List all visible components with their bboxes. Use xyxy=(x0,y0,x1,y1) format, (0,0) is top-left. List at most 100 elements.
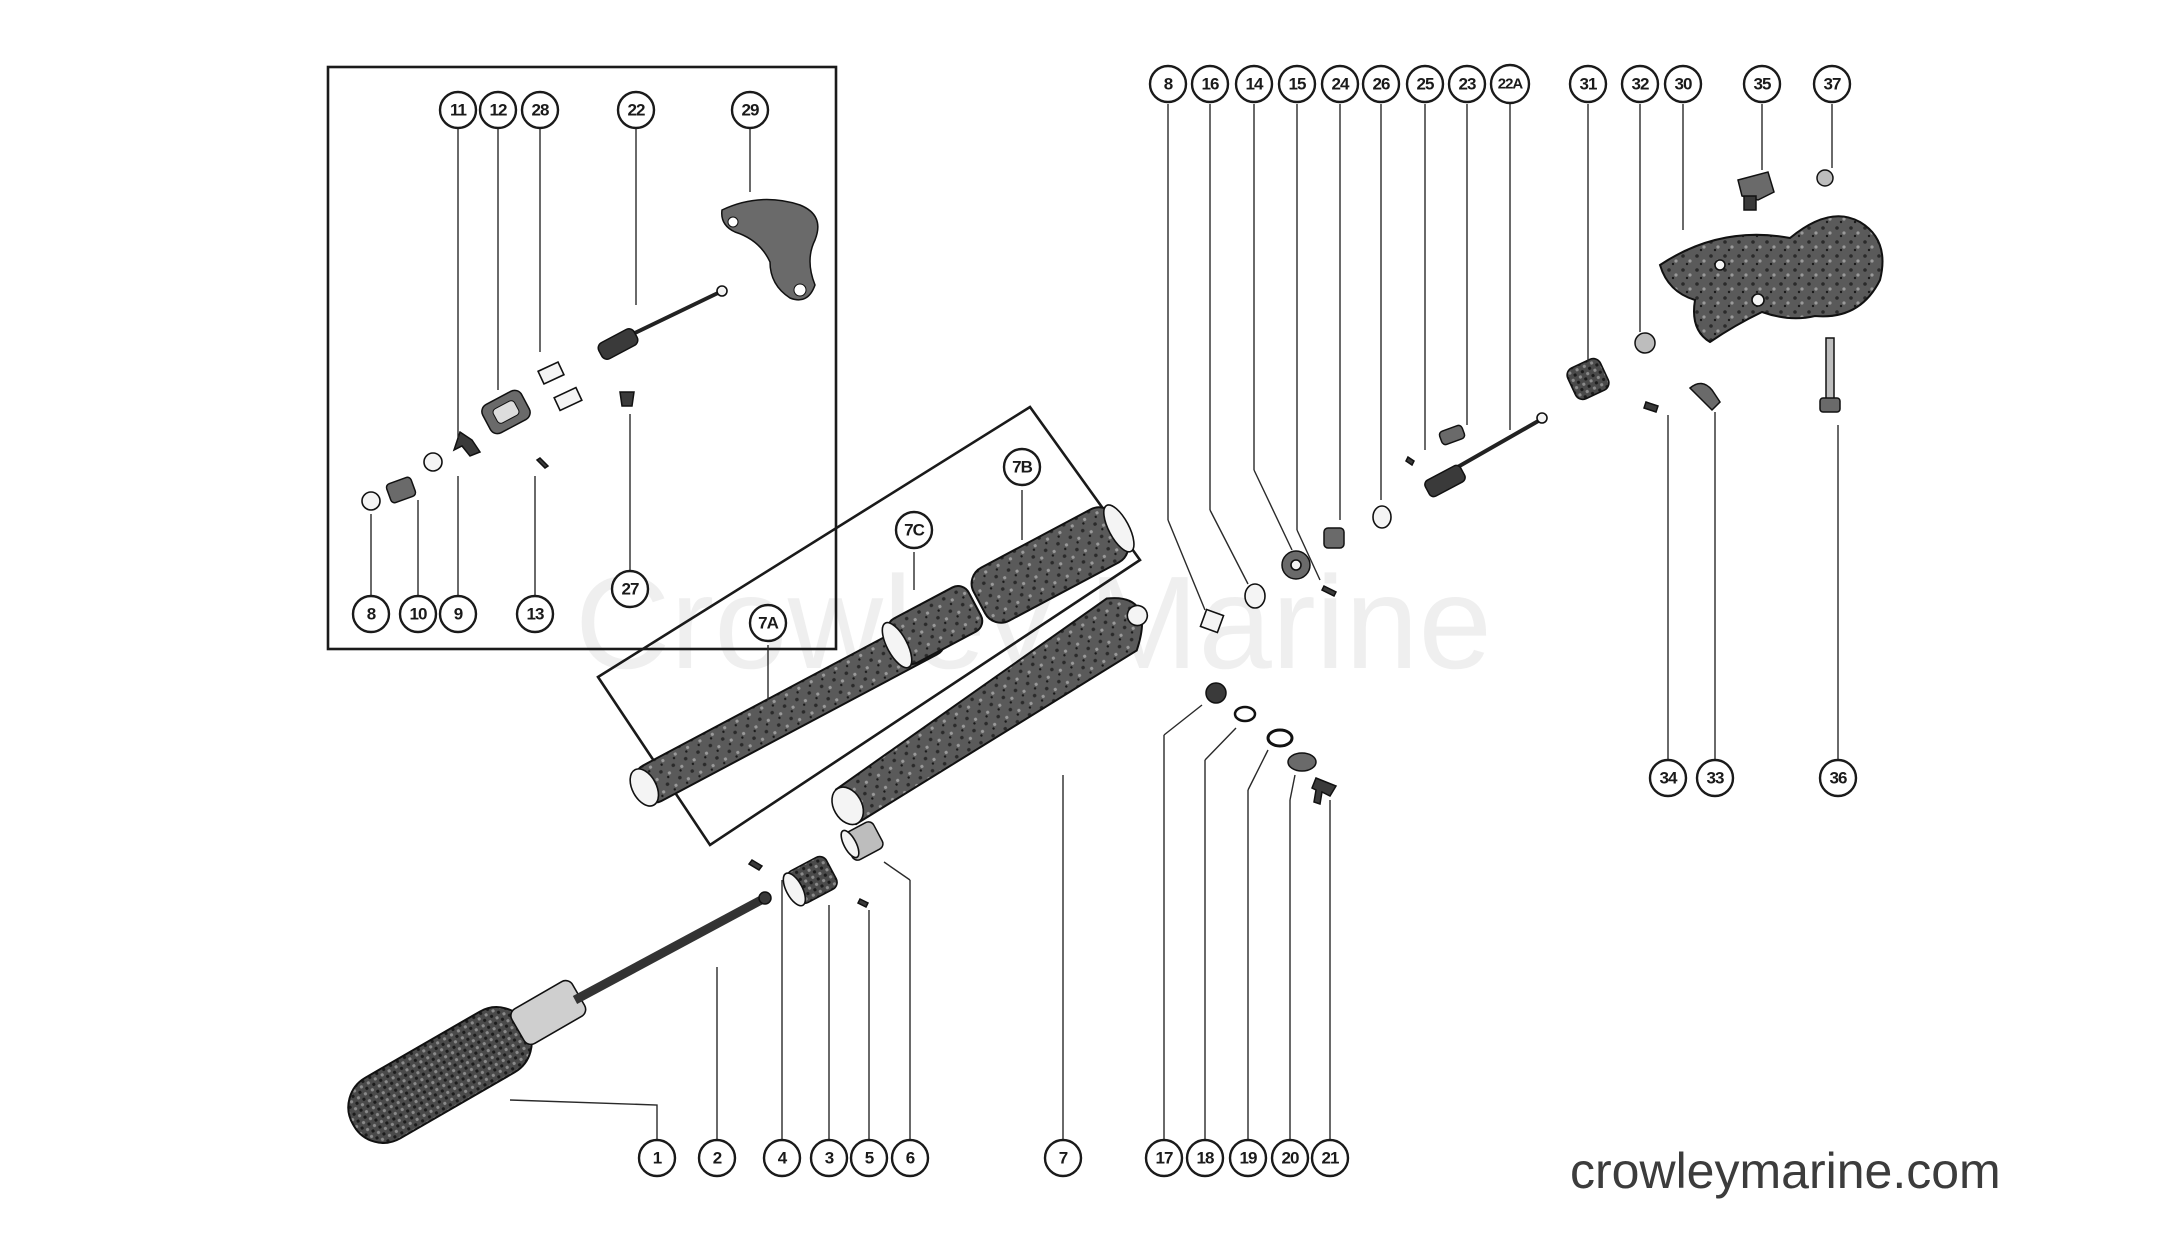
callout-34: 34 xyxy=(1648,758,1688,798)
callout-25: 25 xyxy=(1405,64,1445,104)
part-2-shaft xyxy=(572,894,768,1004)
svg-text:12: 12 xyxy=(490,101,507,120)
part-7-tiller-handle xyxy=(831,597,1149,826)
callout-26: 26 xyxy=(1361,64,1401,104)
callout-22A: 22A xyxy=(1489,63,1531,105)
part-35-knob xyxy=(1737,171,1775,211)
svg-text:22A: 22A xyxy=(1498,76,1524,93)
part-3-bushing xyxy=(782,855,838,907)
svg-text:23: 23 xyxy=(1459,75,1476,94)
part-12-bracket xyxy=(481,389,531,435)
svg-text:6: 6 xyxy=(906,1149,915,1168)
svg-text:30: 30 xyxy=(1675,75,1692,94)
callout-23: 23 xyxy=(1447,64,1487,104)
callout-8-top: 8 xyxy=(1148,64,1188,104)
part-25-pin xyxy=(1405,455,1415,467)
part-21-screw xyxy=(1311,777,1338,805)
callout-36: 36 xyxy=(1818,758,1858,798)
svg-text:21: 21 xyxy=(1322,1149,1339,1168)
part-14-nut xyxy=(1281,550,1311,580)
part-28-clips xyxy=(537,360,583,412)
part-24-clip xyxy=(1323,527,1345,549)
svg-text:8: 8 xyxy=(1164,75,1173,94)
part-1-twist-grip xyxy=(347,979,587,1144)
svg-text:7: 7 xyxy=(1059,1149,1068,1168)
svg-text:4: 4 xyxy=(778,1149,788,1168)
subassembly-box-upper xyxy=(326,65,838,651)
callout-20: 20 xyxy=(1270,1138,1310,1178)
part-6-sleeve xyxy=(840,821,884,861)
part-5-pin xyxy=(856,897,870,909)
svg-text:14: 14 xyxy=(1246,75,1264,94)
callout-18: 18 xyxy=(1185,1138,1225,1178)
callout-24: 24 xyxy=(1320,64,1360,104)
callout-29: 29 xyxy=(730,90,770,130)
callout-16: 16 xyxy=(1190,64,1230,104)
callout-28: 28 xyxy=(520,90,560,130)
callout-7C: 7C xyxy=(894,510,934,550)
svg-text:33: 33 xyxy=(1707,769,1724,788)
callout-37: 37 xyxy=(1812,64,1852,104)
svg-text:22: 22 xyxy=(628,101,645,120)
callout-17: 17 xyxy=(1144,1138,1184,1178)
svg-text:9: 9 xyxy=(454,605,463,624)
callout-4: 4 xyxy=(762,1138,802,1178)
callout-22: 22 xyxy=(616,90,656,130)
part-18-ring xyxy=(1233,705,1257,723)
svg-text:7A: 7A xyxy=(758,614,778,633)
svg-text:32: 32 xyxy=(1632,75,1649,94)
svg-text:3: 3 xyxy=(825,1149,834,1168)
callout-13: 13 xyxy=(515,594,555,634)
svg-text:5: 5 xyxy=(865,1149,874,1168)
svg-text:37: 37 xyxy=(1824,75,1841,94)
svg-text:17: 17 xyxy=(1156,1149,1173,1168)
svg-text:36: 36 xyxy=(1830,769,1847,788)
part-13-pin xyxy=(535,457,550,469)
callout-15: 15 xyxy=(1277,64,1317,104)
part-7A-inner-tube xyxy=(629,616,946,807)
svg-text:27: 27 xyxy=(622,580,639,599)
part-9-washer xyxy=(423,452,443,472)
callout-7A: 7A xyxy=(748,603,788,643)
part-37-nut xyxy=(1816,169,1834,187)
part-32-washer xyxy=(1634,332,1656,354)
callout-12: 12 xyxy=(478,90,518,130)
part-22-link-rod xyxy=(597,285,728,360)
part-7C-sleeve xyxy=(881,585,984,669)
callout-6: 6 xyxy=(890,1138,930,1178)
svg-text:25: 25 xyxy=(1417,75,1434,94)
part-20-washer xyxy=(1287,752,1317,772)
callout-11: 11 xyxy=(438,90,478,130)
part-16-washer xyxy=(1244,583,1266,609)
svg-text:31: 31 xyxy=(1580,75,1597,94)
callout-8-upper-box: 8 xyxy=(351,594,391,634)
callout-7: 7 xyxy=(1043,1138,1083,1178)
callout-32: 32 xyxy=(1620,64,1660,104)
part-26-washer xyxy=(1372,505,1392,529)
part-8-washer xyxy=(361,491,381,511)
svg-text:7B: 7B xyxy=(1012,458,1032,477)
svg-text:1: 1 xyxy=(653,1149,662,1168)
callout-5: 5 xyxy=(849,1138,889,1178)
part-8-block xyxy=(1199,608,1225,634)
callout-10: 10 xyxy=(398,594,438,634)
svg-text:13: 13 xyxy=(527,605,544,624)
svg-text:2: 2 xyxy=(713,1149,722,1168)
svg-text:8: 8 xyxy=(367,605,376,624)
svg-text:28: 28 xyxy=(532,101,549,120)
part-31-bushing xyxy=(1566,357,1610,401)
svg-text:34: 34 xyxy=(1660,769,1678,788)
callout-30: 30 xyxy=(1663,64,1703,104)
svg-text:26: 26 xyxy=(1373,75,1390,94)
callout-19: 19 xyxy=(1228,1138,1268,1178)
svg-text:10: 10 xyxy=(410,605,427,624)
svg-text:16: 16 xyxy=(1202,75,1219,94)
part-7B-outer-tube xyxy=(970,504,1135,624)
svg-text:11: 11 xyxy=(450,101,467,120)
callout-1: 1 xyxy=(637,1138,677,1178)
site-label: crowleymarine.com xyxy=(1570,1143,2001,1199)
svg-text:7C: 7C xyxy=(904,521,924,540)
part-11-spring-clip xyxy=(452,430,482,457)
part-15-pin xyxy=(1320,584,1338,598)
callout-31: 31 xyxy=(1568,64,1608,104)
